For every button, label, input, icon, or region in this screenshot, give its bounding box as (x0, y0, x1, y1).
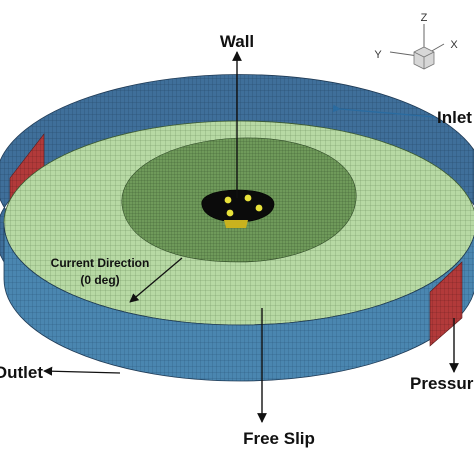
axis-y-label: Y (374, 49, 382, 61)
front-wall (3, 222, 474, 382)
axis-z-label: Z (421, 12, 428, 24)
label-current-line2: (0 deg) (80, 273, 119, 287)
current-direction-arrow (129, 257, 183, 303)
column-3 (255, 204, 263, 212)
label-free-slip: Free Slip (243, 429, 315, 448)
structure-base (224, 220, 248, 228)
inlet-arrow (332, 104, 436, 118)
label-inlet: Inlet (437, 108, 472, 127)
axis-triad-icon: Z Y X (374, 12, 458, 70)
axis-x-label: X (450, 39, 458, 51)
label-current-line1: Current Direction (51, 256, 150, 270)
column-2 (244, 194, 252, 202)
column-4 (226, 209, 234, 217)
structure-platform (201, 189, 275, 223)
label-pressure: Pressure (410, 374, 474, 393)
label-outlet: Outlet (0, 363, 43, 382)
outlet-arrow (43, 366, 121, 376)
label-wall: Wall (220, 32, 254, 51)
column-1 (224, 196, 232, 204)
